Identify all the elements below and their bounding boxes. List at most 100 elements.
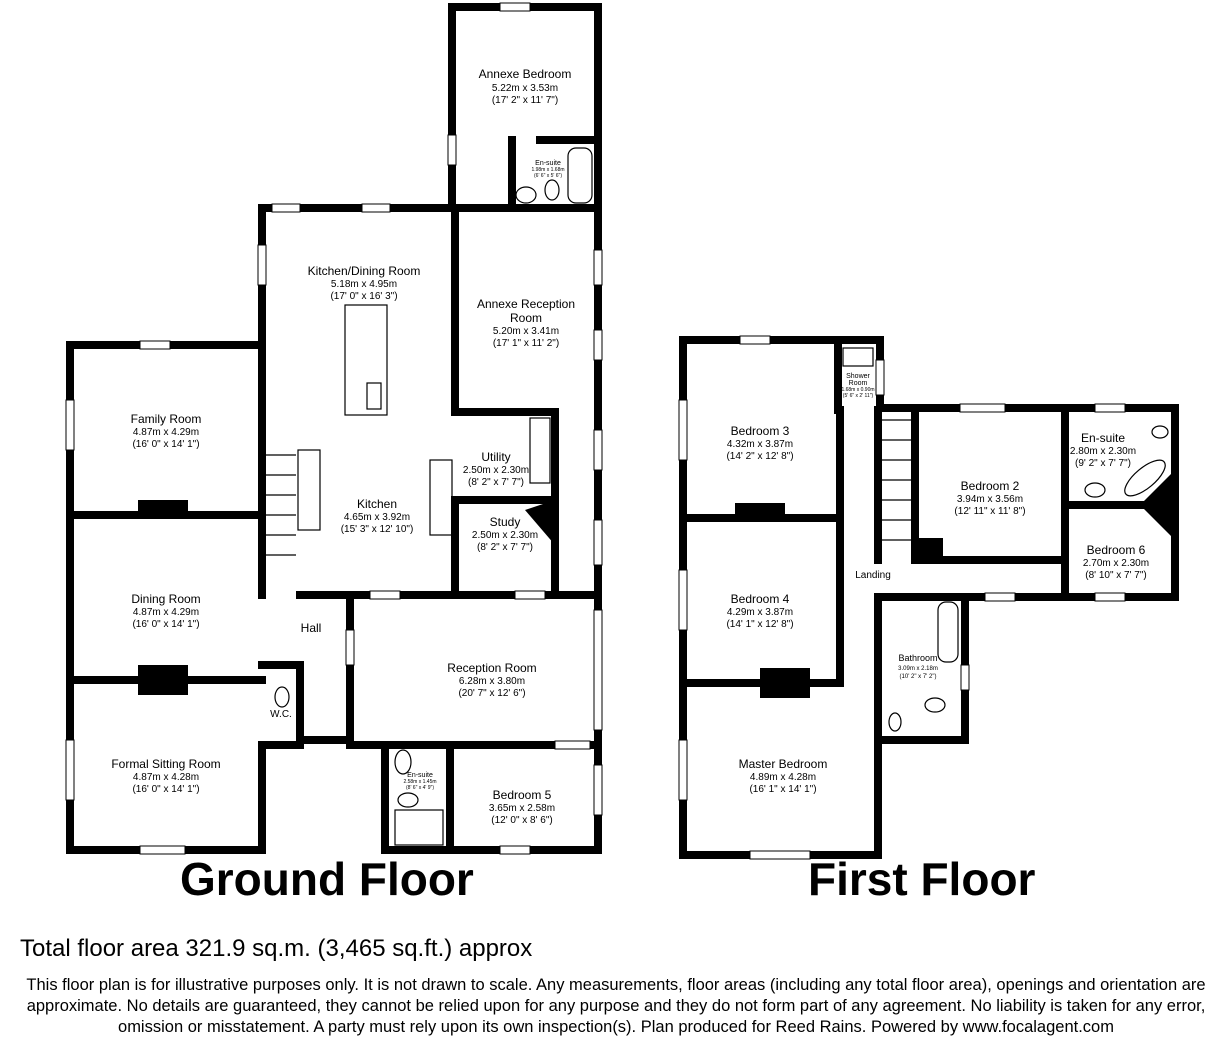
svg-text:5.22m x 3.53m: 5.22m x 3.53m [492,83,558,94]
svg-text:Bedroom 4: Bedroom 4 [731,592,790,606]
svg-text:Utility: Utility [481,450,510,464]
first-floor-walls [679,336,1179,859]
svg-text:3.09m x 2.18m: 3.09m x 2.18m [898,666,938,672]
room-bedroom6: Bedroom 62.70m x 2.30m(8' 10" x 7' 7") [1083,543,1149,581]
svg-text:1.98m x 1.68m: 1.98m x 1.68m [531,167,564,173]
svg-text:4.89m x 4.28m: 4.89m x 4.28m [750,772,816,783]
room-annexe-reception-name: Annexe Reception Room [476,297,576,325]
svg-text:Formal Sitting Room: Formal Sitting Room [111,757,220,771]
first-floor-fixtures [678,335,1175,860]
svg-text:Bedroom 5: Bedroom 5 [493,788,552,802]
svg-text:Master Bedroom: Master Bedroom [739,757,828,771]
svg-text:(16' 0" x 14' 1"): (16' 0" x 14' 1") [132,619,199,630]
svg-text:Shower: Shower [846,373,870,380]
svg-text:Reception Room: Reception Room [447,661,536,675]
svg-text:(8' 6" x 4' 9"): (8' 6" x 4' 9") [406,785,434,791]
room-bedroom5: Bedroom 53.65m x 2.58m(12' 0" x 8' 6") [489,788,555,826]
ground-floor-labels: Annexe Bedroom 5.22m x 3.53m(17' 2" x 11'… [111,67,571,826]
svg-text:Kitchen/Dining Room: Kitchen/Dining Room [308,264,421,278]
svg-text:2.50m x 2.30m: 2.50m x 2.30m [472,530,538,541]
disclaimer: This floor plan is for illustrative purp… [26,976,1206,1036]
room-bathroom: Bathroom 3.09m x 2.18m (10' 2" x 7' 2") [898,653,938,680]
svg-text:Hall: Hall [301,621,322,635]
svg-text:(17' 2" x 11' 7"): (17' 2" x 11' 7") [492,95,558,106]
room-landing: Landing [855,570,891,581]
svg-text:Room: Room [849,380,868,387]
first-floor-labels: Bedroom 34.32m x 3.87m(14' 2" x 12' 8") … [726,373,1149,795]
svg-text:(12' 11" x 11' 8"): (12' 11" x 11' 8") [954,506,1025,517]
svg-text:Study: Study [490,515,521,529]
svg-text:(10' 2" x 7' 2"): (10' 2" x 7' 2") [900,674,937,680]
svg-text:2.58m x 1.45m: 2.58m x 1.45m [403,779,436,785]
svg-text:4.32m x 3.87m: 4.32m x 3.87m [727,439,793,450]
svg-text:5.20m x 3.41m: 5.20m x 3.41m [493,326,559,337]
svg-text:(8' 10" x 7' 7"): (8' 10" x 7' 7") [1085,570,1147,581]
svg-text:5.18m x 4.95m: 5.18m x 4.95m [331,279,397,290]
svg-text:(6' 6" x 5' 6"): (6' 6" x 5' 6") [534,173,562,179]
room-annexe-bedroom: Annexe Bedroom 5.22m x 3.53m(17' 2" x 11'… [479,67,572,106]
svg-text:W.C.: W.C. [270,709,292,720]
first-floor-title: First Floor [808,853,1036,905]
svg-text:En-suite: En-suite [407,772,433,779]
room-hall: Hall [301,621,322,635]
svg-text:4.29m x 3.87m: 4.29m x 3.87m [727,607,793,618]
svg-text:2.50m x 2.30m: 2.50m x 2.30m [463,465,529,476]
svg-text:Family Room: Family Room [131,412,202,426]
total-floor-area: Total floor area 321.9 sq.m. (3,465 sq.f… [20,935,533,962]
svg-text:4.87m x 4.28m: 4.87m x 4.28m [133,772,199,783]
ground-floor-title: Ground Floor [180,853,474,905]
svg-text:3.94m x 3.56m: 3.94m x 3.56m [957,494,1023,505]
svg-text:(16' 0" x 14' 1"): (16' 0" x 14' 1") [132,784,199,795]
svg-text:(20' 7" x 12' 6"): (20' 7" x 12' 6") [458,688,525,699]
svg-text:1.68m x 0.90m: 1.68m x 0.90m [841,387,874,393]
svg-text:3.65m x 2.58m: 3.65m x 2.58m [489,803,555,814]
svg-text:(9' 2" x 7' 7"): (9' 2" x 7' 7") [1075,458,1131,469]
svg-text:Dining Room: Dining Room [131,592,200,606]
svg-text:(8' 2" x 7' 7"): (8' 2" x 7' 7") [477,542,533,553]
svg-text:En-suite: En-suite [1081,431,1125,445]
svg-text:(16' 1" x 14' 1"): (16' 1" x 14' 1") [749,784,816,795]
svg-text:(12' 0" x 8' 6"): (12' 0" x 8' 6") [491,815,553,826]
svg-text:Bedroom 6: Bedroom 6 [1087,543,1146,557]
svg-text:(16' 0" x 14' 1"): (16' 0" x 14' 1") [132,439,199,450]
svg-text:Landing: Landing [855,570,891,581]
svg-text:Bathroom: Bathroom [898,653,937,663]
svg-text:2.70m x 2.30m: 2.70m x 2.30m [1083,558,1149,569]
room-bedroom3: Bedroom 34.32m x 3.87m(14' 2" x 12' 8") [726,424,793,462]
svg-text:(8' 2" x 7' 7"): (8' 2" x 7' 7") [468,477,524,488]
svg-text:Kitchen: Kitchen [357,497,397,511]
room-bedroom4: Bedroom 44.29m x 3.87m(14' 1" x 12' 8") [726,592,793,630]
svg-text:(5' 6" x 2' 11"): (5' 6" x 2' 11") [843,393,874,399]
svg-text:(17' 1" x 11' 2"): (17' 1" x 11' 2") [493,338,559,349]
room-bedroom2: Bedroom 23.94m x 3.56m(12' 11" x 11' 8") [954,479,1025,517]
room-annexe-reception-text: 5.20m x 3.41m(17' 1" x 11' 2") [493,326,559,349]
ground-floor-fixtures [65,2,603,855]
svg-text:Bedroom 3: Bedroom 3 [731,424,790,438]
floor-plan: Annexe Bedroom 5.22m x 3.53m(17' 2" x 11'… [65,2,1179,860]
svg-text:4.87m x 4.29m: 4.87m x 4.29m [133,427,199,438]
svg-text:Annexe Bedroom: Annexe Bedroom [479,67,572,81]
room-wc: W.C. [270,709,292,720]
svg-text:(15' 3" x 12' 10"): (15' 3" x 12' 10") [341,524,414,535]
svg-text:En-suite: En-suite [535,160,561,167]
svg-text:(17' 0" x 16' 3"): (17' 0" x 16' 3") [330,291,397,302]
svg-text:(14' 1" x 12' 8"): (14' 1" x 12' 8") [726,619,793,630]
svg-text:Bedroom 2: Bedroom 2 [961,479,1020,493]
svg-text:(14' 2" x 12' 8"): (14' 2" x 12' 8") [726,451,793,462]
svg-text:4.65m x 3.92m: 4.65m x 3.92m [344,512,410,523]
svg-text:6.28m x 3.80m: 6.28m x 3.80m [459,676,525,687]
svg-text:2.80m x 2.30m: 2.80m x 2.30m [1070,446,1136,457]
